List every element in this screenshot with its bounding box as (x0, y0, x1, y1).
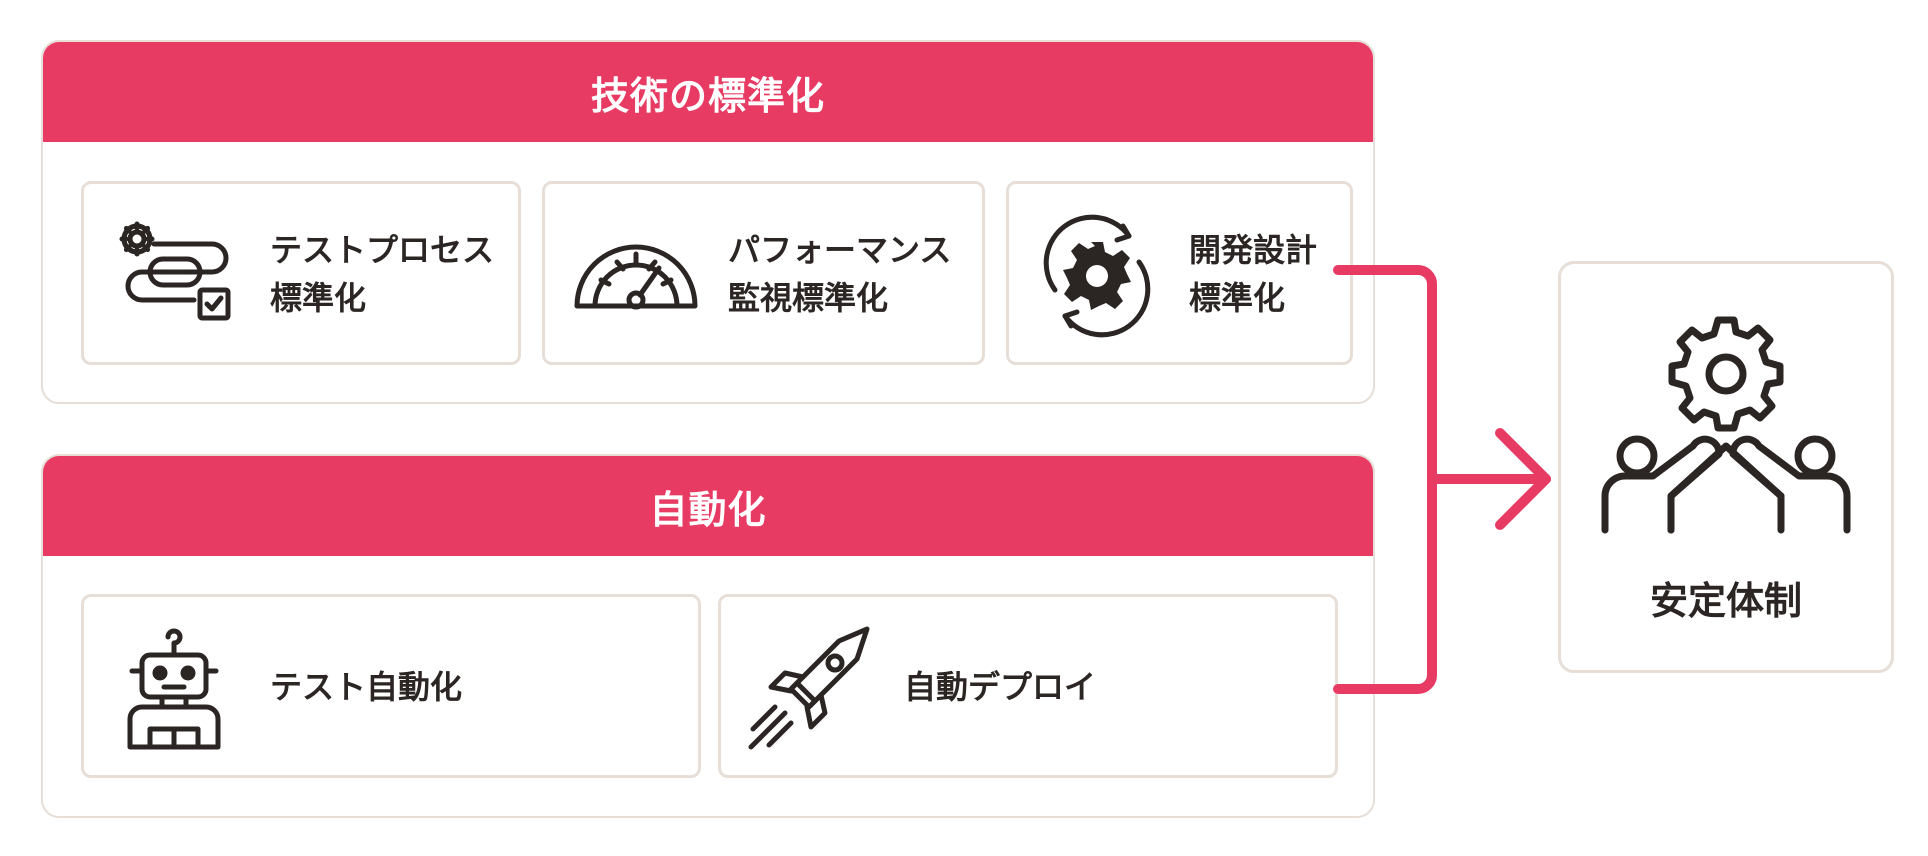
card-test-automation: テスト自動化 (81, 594, 701, 778)
robot-icon (127, 628, 221, 750)
teamwork-gear-icon (1601, 316, 1851, 534)
result-label: 安定体制 (1649, 579, 1802, 623)
connector-bracket (1333, 265, 1437, 694)
card-auto-deploy: 自動デプロイ (718, 594, 1338, 778)
card-auto-deploy-label: 自動デプロイ (904, 668, 1097, 706)
card-dev-design: 開発設計 標準化 (1006, 181, 1353, 365)
card-performance-monitoring-label: パフォーマンス 監視標準化 (728, 231, 952, 317)
gear-checklist-icon (119, 221, 231, 321)
arrow-head-icon (1495, 428, 1551, 530)
card-test-process: テストプロセス 標準化 (81, 181, 521, 365)
result-card: 安定体制 (1558, 261, 1894, 673)
card-dev-design-label: 開発設計 標準化 (1189, 231, 1318, 317)
card-performance-monitoring: パフォーマンス 監視標準化 (542, 181, 985, 365)
group-automation-title: 自動化 (43, 456, 1373, 556)
card-test-process-label: テストプロセス 標準化 (270, 231, 495, 317)
group-standardization-title: 技術の標準化 (43, 42, 1373, 142)
rocket-icon (748, 626, 870, 750)
gear-cycle-icon (1043, 214, 1151, 338)
speedometer-icon (574, 244, 698, 310)
card-test-automation-label: テスト自動化 (270, 668, 463, 706)
